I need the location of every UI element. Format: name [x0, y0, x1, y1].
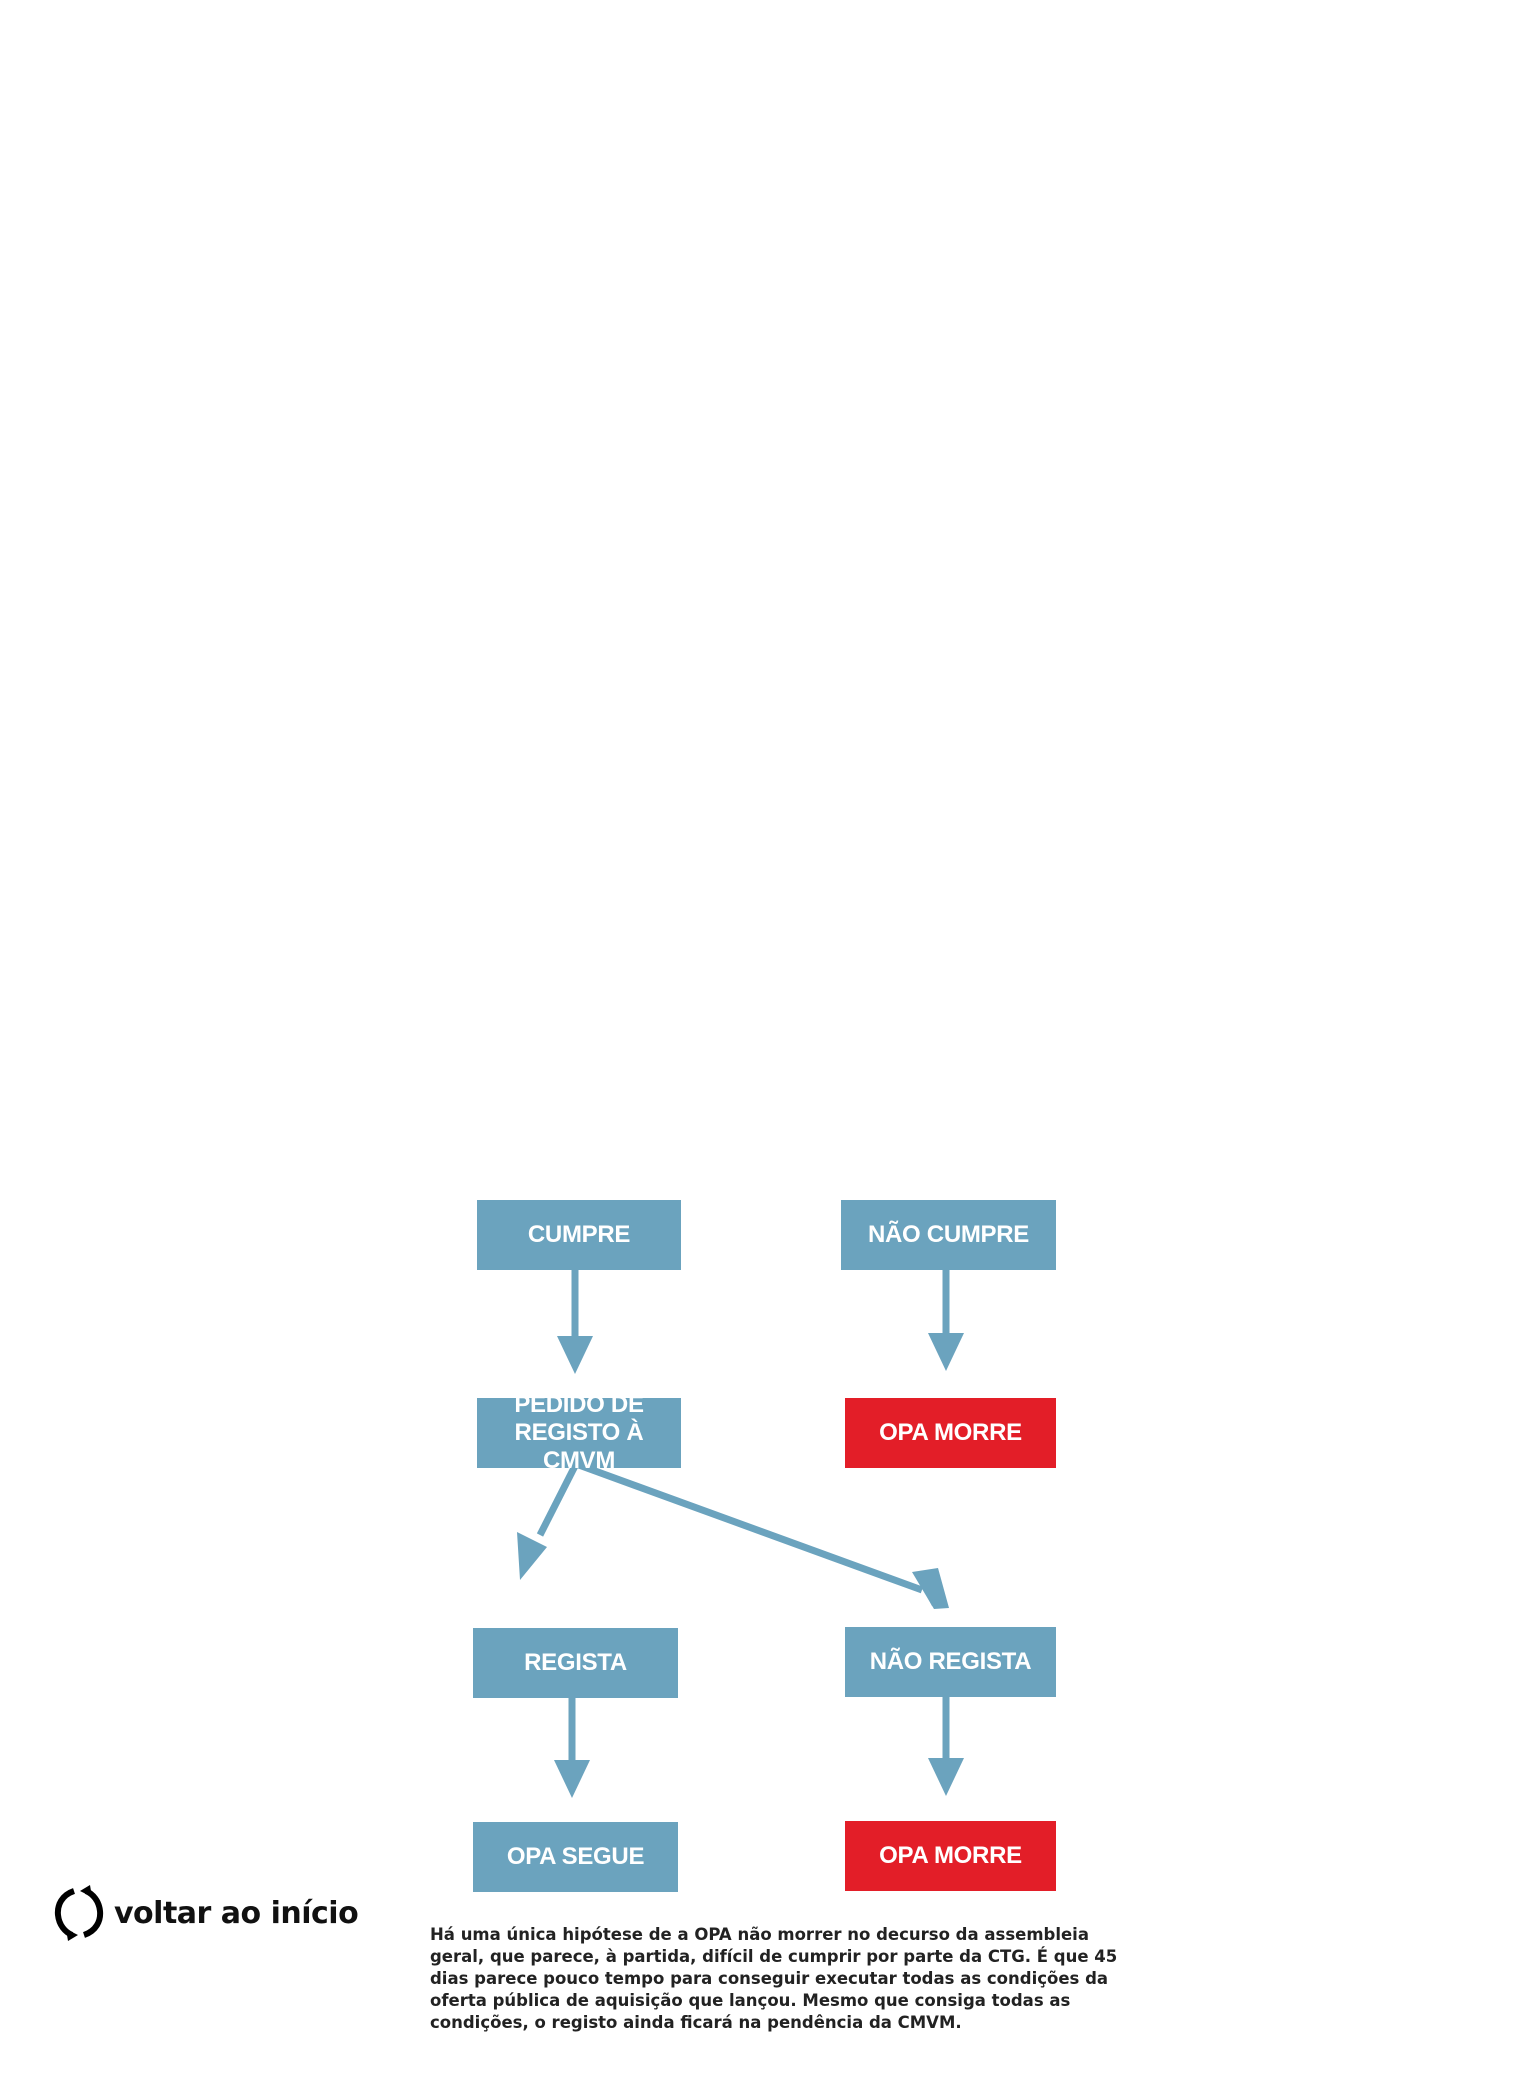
- node-opa-segue-label: OPA SEGUE: [506, 1843, 645, 1870]
- node-pedido-label-line2: REGISTO À CMVM: [514, 1419, 644, 1474]
- node-opa-segue: OPA SEGUE: [473, 1822, 678, 1892]
- node-pedido-label-line1: PEDIDO DE: [514, 1391, 644, 1418]
- back-to-start-link[interactable]: voltar ao início: [54, 1885, 359, 1941]
- node-regista-label: REGISTA: [524, 1649, 627, 1676]
- node-regista: REGISTA: [473, 1628, 678, 1698]
- arrow-pedido-to-regista: [517, 1462, 580, 1580]
- arrow-cumpre-to-pedido: [557, 1268, 593, 1374]
- node-nao-cumpre: NÃO CUMPRE: [841, 1200, 1056, 1270]
- arrow-nao-cumpre-to-opa-morre: [928, 1268, 964, 1371]
- back-to-start-label: voltar ao início: [114, 1895, 359, 1931]
- node-nao-regista: NÃO REGISTA: [845, 1627, 1056, 1697]
- node-opa-morre-2: OPA MORRE: [845, 1821, 1056, 1891]
- refresh-icon: [54, 1885, 104, 1941]
- node-nao-cumpre-label: NÃO CUMPRE: [867, 1221, 1029, 1248]
- node-opa-morre-1: OPA MORRE: [845, 1398, 1056, 1468]
- node-nao-regista-label: NÃO REGISTA: [869, 1648, 1032, 1675]
- node-pedido-registo: PEDIDO DE REGISTO À CMVM: [477, 1391, 681, 1474]
- node-cumpre: CUMPRE: [477, 1200, 681, 1270]
- node-cumpre-label: CUMPRE: [527, 1221, 631, 1248]
- arrow-pedido-to-nao-regista: [574, 1460, 949, 1609]
- explanatory-note: Há uma única hipótese de a OPA não morre…: [430, 1925, 1118, 2032]
- node-opa-morre-1-label: OPA MORRE: [879, 1419, 1022, 1446]
- arrow-nao-regista-to-opa-morre: [928, 1694, 964, 1796]
- node-opa-morre-2-label: OPA MORRE: [879, 1842, 1022, 1869]
- arrow-regista-to-opa-segue: [554, 1694, 590, 1798]
